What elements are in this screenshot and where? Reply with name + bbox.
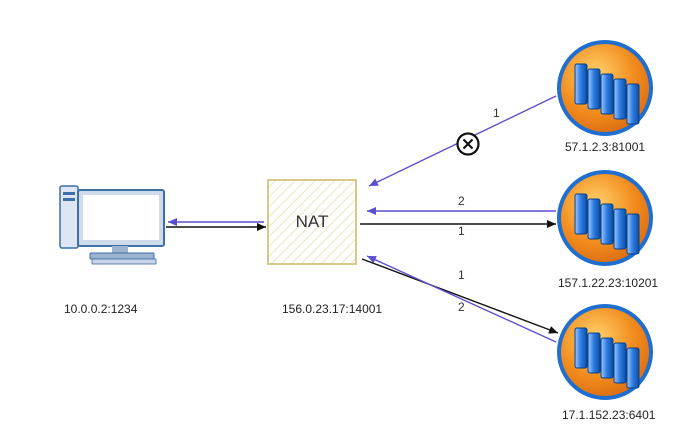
nat-box [267, 179, 357, 265]
desktop-computer-icon [59, 185, 165, 265]
nat-title: NAT [295, 212, 329, 231]
blocked-x-icon [456, 132, 480, 156]
edge-server3-to-nat [366, 255, 557, 343]
server1-address-label: 57.1.2.3:81001 [565, 140, 646, 154]
server-3-icon [557, 304, 653, 400]
edge-server3-to-nat-step: 2 [458, 300, 465, 314]
nat-address-label: 156.0.23.17:14001 [282, 302, 383, 316]
server-2-icon [557, 170, 653, 266]
client-address-label: 10.0.0.2:1234 [64, 302, 138, 316]
edge-nat-to-server3 [361, 258, 559, 334]
edge-nat-to-server2-step: 1 [458, 224, 465, 238]
edge-server1-to-nat-step: 1 [493, 106, 500, 120]
server2-address-label: 157.1.22.23:10201 [558, 276, 659, 290]
edge-nat-to-server3-step: 1 [458, 268, 465, 282]
server3-address-label: 17.1.152.23:6401 [562, 408, 656, 422]
server-1-icon [557, 40, 653, 136]
edge-server2-to-nat-step: 2 [458, 194, 465, 208]
